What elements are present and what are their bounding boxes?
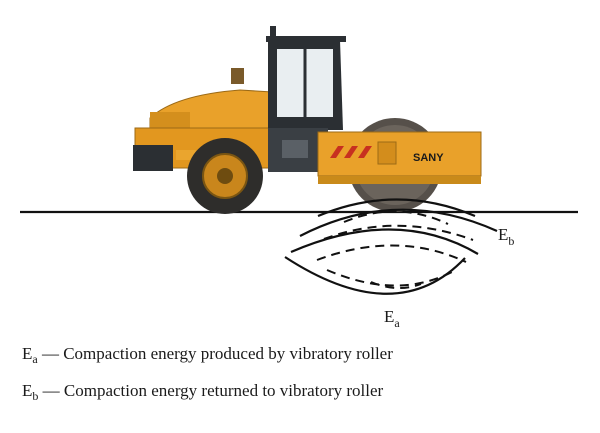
returned-wave-arc [343,210,449,225]
legend-symbol-subscript: b [32,389,39,403]
legend-symbol-subscript: a [32,352,38,366]
produced-wave-arc [284,256,466,295]
returned-wave-arc [323,224,474,241]
legend-symbol: E [22,381,33,400]
vibratory-roller-illustration: SANY [133,26,482,214]
legend-description: — Compaction energy produced by vibrator… [37,344,393,363]
produced-wave-arc [299,208,498,237]
returned-wave-arc [316,244,467,263]
returned-wave-arc [370,281,422,289]
brand-logo: SANY [413,152,444,164]
produced-wave-arc [290,228,479,255]
legend-item-eb: Eb — Compaction energy returned to vibra… [22,381,384,402]
legend-description: — Compaction energy returned to vibrator… [38,381,384,400]
energy-label-eb: Eb [498,225,514,248]
energy-wave-arcs [284,198,498,295]
returned-wave-arc [326,269,453,287]
energy-label-ea: Ea [384,307,400,330]
legend-symbol: E [22,344,33,363]
produced-wave-arc [317,198,476,218]
legend-item-ea: Ea — Compaction energy produced by vibra… [22,344,393,365]
